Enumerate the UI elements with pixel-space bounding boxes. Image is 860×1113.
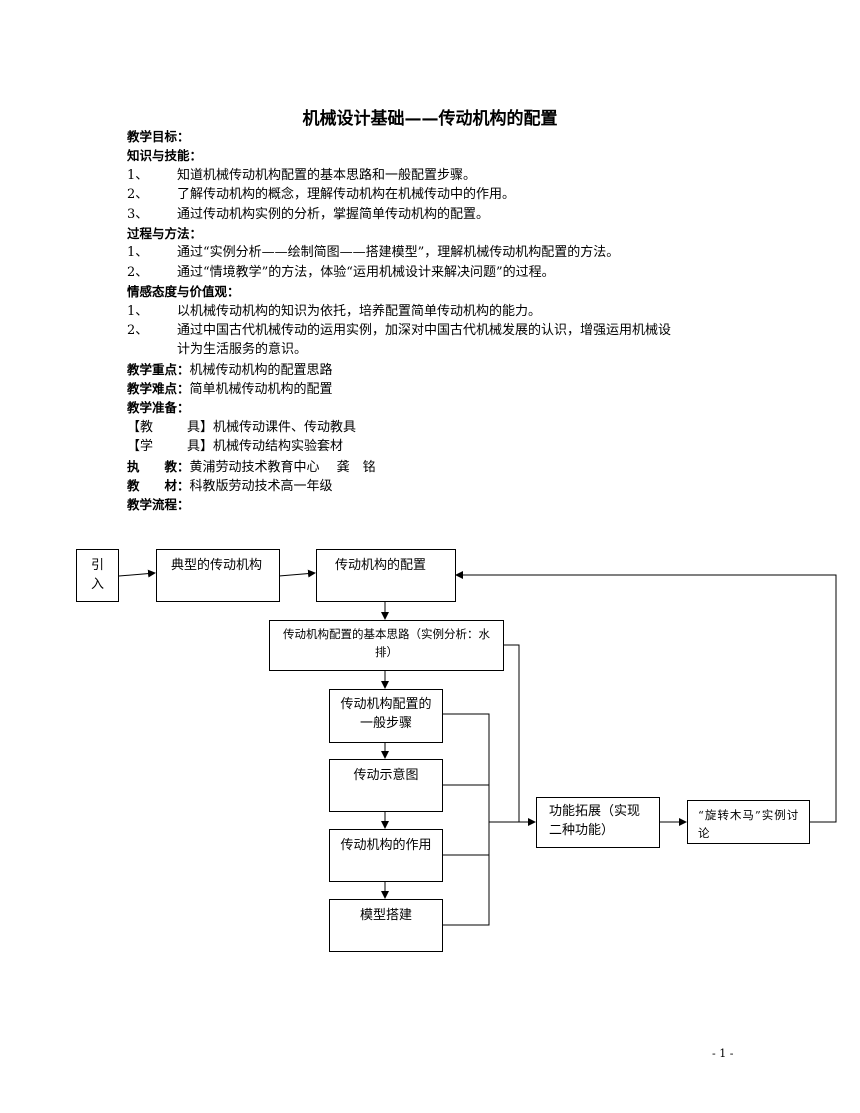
flow-node-function-extension: 功能拓展（实现二种功能） <box>536 797 660 848</box>
student-aids-open: 【学 <box>127 439 154 455</box>
item-number: 3、 <box>127 206 149 222</box>
knowledge-item: 1、 知道机械传动机构配置的基本思路和一般配置步骤。 <box>127 166 747 185</box>
process-item: 2、 通过“情境教学”的方法，体验“运用机械设计来解决问题”的过程。 <box>127 263 747 282</box>
textbook-value: 科教版劳动技术高一年级 <box>189 479 333 495</box>
student-aids-value: 机械传动结构实验套材 <box>213 439 344 455</box>
objectives-heading: 教学目标： <box>127 129 190 144</box>
connector-steps-to-merge <box>443 713 490 822</box>
knowledge-item: 3、 通过传动机构实例的分析，掌握简单传动机构的配置。 <box>127 205 747 224</box>
prep-heading: 教学准备： <box>127 400 190 416</box>
difficulty-value: 简单机械传动机构的配置 <box>189 382 333 398</box>
knowledge-heading: 知识与技能： <box>127 148 203 164</box>
teaching-aids-open: 【教 <box>127 419 154 435</box>
flow-node-basic-idea: 传动机构配置的基本思路（实例分析：水排） <box>269 620 504 671</box>
arrow-intro-to-typical <box>118 569 156 578</box>
item-number: 1、 <box>127 167 149 183</box>
teaching-aids-close: 具】 <box>187 419 214 435</box>
item-text: 通过“实例分析——绘制简图——搭建模型”，理解机械传动机构配置的方法。 <box>177 245 620 261</box>
item-number: 2、 <box>127 187 149 203</box>
connector-model-to-merge <box>443 822 490 926</box>
process-item: 1、 通过“实例分析——绘制简图——搭建模型”，理解机械传动机构配置的方法。 <box>127 243 747 262</box>
key-point-value: 机械传动机构的配置思路 <box>189 362 333 378</box>
flow-node-model-building: 模型搭建 <box>329 899 443 952</box>
flow-node-general-steps: 传动机构配置的一般步骤 <box>329 689 443 743</box>
key-point-label: 教学重点： <box>127 361 190 377</box>
attitude-item-continuation: 计为生活服务的意识。 <box>177 342 308 358</box>
document-body: 教学目标： 知识与技能： 1、 知道机械传动机构配置的基本思路和一般配置步骤。 2… <box>127 127 747 515</box>
textbook-label: 教 材： <box>127 478 190 494</box>
attitude-item: 2、 通过中国古代机械传动的运用实例，加深对中国古代机械发展的认识，增强运用机械设 <box>127 321 747 340</box>
process-heading: 过程与方法： <box>127 225 203 241</box>
item-text: 了解传动机构的概念，理解传动机构在机械传动中的作用。 <box>177 187 516 203</box>
item-number: 2、 <box>127 322 149 338</box>
textbook: 教 材：科教版劳动技术高一年级 <box>127 476 747 495</box>
instructor-label: 执 教： <box>127 458 190 474</box>
instructor-value: 黄浦劳动技术教育中心 龚 铭 <box>189 459 376 475</box>
arrow-typical-to-config <box>278 569 316 578</box>
item-text: 通过中国古代机械传动的运用实例，加深对中国古代机械发展的认识，增强运用机械设 <box>177 322 672 338</box>
flow-node-typical-mechanisms: 典型的传动机构 <box>156 549 280 602</box>
item-number: 1、 <box>127 245 149 261</box>
item-number: 2、 <box>127 264 149 280</box>
item-text: 通过传动机构实例的分析，掌握简单传动机构的配置。 <box>177 206 490 222</box>
student-aids-close: 具】 <box>187 439 214 455</box>
teaching-aids-value: 机械传动课件、传动教具 <box>213 419 357 435</box>
key-point: 教学重点：机械传动机构的配置思路 <box>127 360 747 379</box>
connector-basic-to-merge <box>503 644 520 822</box>
flow-node-mechanism-role: 传动机构的作用 <box>329 829 443 882</box>
item-text: 知道机械传动机构配置的基本思路和一般配置步骤。 <box>177 167 477 183</box>
flow-node-mechanism-configuration: 传动机构的配置 <box>316 549 456 602</box>
page-number: - 1 - <box>712 1047 734 1060</box>
item-text: 通过“情境教学”的方法，体验“运用机械设计来解决问题”的过程。 <box>177 264 555 280</box>
item-number: 1、 <box>127 303 149 319</box>
flow-node-carousel-discussion: “旋转木马”实例讨论 <box>687 800 810 844</box>
difficulty: 教学难点：简单机械传动机构的配置 <box>127 379 747 398</box>
flow-node-schematic: 传动示意图 <box>329 759 443 812</box>
difficulty-label: 教学难点： <box>127 381 190 397</box>
flow-node-intro: 引入 <box>76 549 119 602</box>
arrow-discussion-back-to-config <box>455 571 837 823</box>
instructor: 执 教：黄浦劳动技术教育中心 龚 铭 <box>127 457 747 476</box>
flow-heading: 教学流程： <box>127 497 190 513</box>
document-title: 机械设计基础——传动机构的配置 <box>302 109 558 129</box>
teaching-aids: 【教 具】机械传动课件、传动教具 <box>127 418 747 437</box>
student-aids: 【学 具】机械传动结构实验套材 <box>127 437 747 456</box>
knowledge-item: 2、 了解传动机构的概念，理解传动机构在机械传动中的作用。 <box>127 185 747 204</box>
item-text: 以机械传动机构的知识为依托，培养配置简单传动机构的能力。 <box>177 303 542 319</box>
attitude-heading: 情感态度与价值观： <box>127 284 240 300</box>
attitude-item: 1、 以机械传动机构的知识为依托，培养配置简单传动机构的能力。 <box>127 302 747 321</box>
